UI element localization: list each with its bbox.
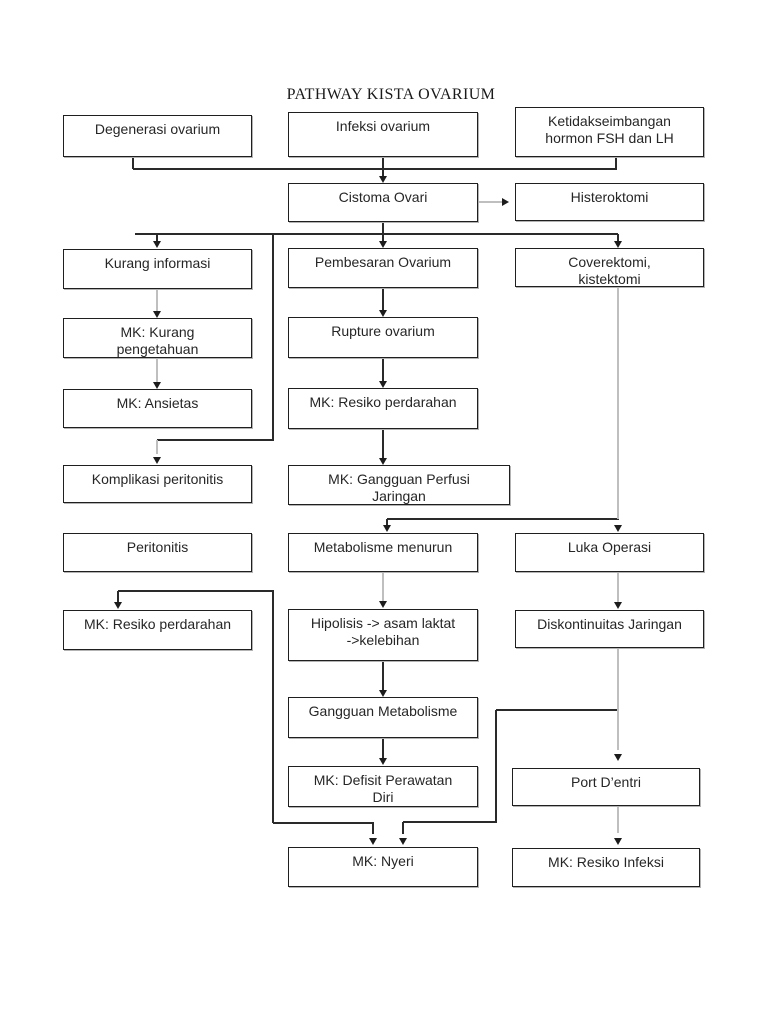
connector-line bbox=[403, 821, 497, 823]
arrowhead-icon bbox=[152, 382, 161, 389]
coverektomi-kistektomi: Coverektomi, kistektomi bbox=[515, 248, 704, 287]
histeroktomi: Histeroktomi bbox=[515, 183, 704, 221]
gangguan-metabolisme: Gangguan Metabolisme bbox=[288, 697, 478, 738]
connector-line bbox=[617, 234, 619, 242]
connector-line bbox=[386, 519, 388, 526]
mk-ansietas: MK: Ansietas bbox=[63, 389, 252, 428]
connector-line bbox=[617, 572, 619, 603]
arrowhead-icon bbox=[613, 241, 622, 248]
connector-line bbox=[617, 806, 619, 833]
connector-line bbox=[157, 439, 274, 441]
kurang-informasi: Kurang informasi bbox=[63, 249, 252, 289]
luka-operasi: Luka Operasi bbox=[515, 533, 704, 572]
degenerasi-ovarium: Degenerasi ovarium bbox=[63, 115, 252, 157]
mk-nyeri: MK: Nyeri bbox=[288, 847, 478, 887]
pembesaran-ovarium: Pembesaran Ovarium bbox=[288, 248, 478, 288]
arrowhead-icon bbox=[613, 602, 622, 609]
connector-line bbox=[372, 823, 374, 834]
connector-line bbox=[272, 234, 274, 441]
arrowhead-icon bbox=[378, 758, 387, 765]
page-title: PATHWAY KISTA OVARIUM bbox=[286, 86, 496, 103]
connector-line bbox=[615, 157, 617, 169]
arrowhead-icon bbox=[398, 838, 407, 845]
connector-line bbox=[156, 289, 158, 312]
arrowhead-icon bbox=[152, 241, 161, 248]
connector-line bbox=[156, 234, 158, 242]
arrowhead-icon bbox=[368, 838, 377, 845]
mk-resiko-perdarahan-left: MK: Resiko perdarahan bbox=[63, 610, 252, 650]
arrowhead-icon bbox=[613, 754, 622, 761]
arrowhead-icon bbox=[113, 602, 122, 609]
port-dentri: Port D’entri bbox=[512, 768, 700, 806]
connector-line bbox=[156, 440, 158, 454]
connector-line bbox=[382, 222, 384, 242]
connector-line bbox=[133, 168, 617, 170]
connector-line bbox=[117, 591, 119, 602]
ketidakseimbangan-hormon: Ketidakseimbangan hormon FSH dan LH bbox=[515, 107, 704, 157]
arrowhead-icon bbox=[613, 525, 622, 532]
arrowhead-icon bbox=[152, 311, 161, 318]
mk-defisit-perawatan-diri: MK: Defisit Perawatan Diri bbox=[288, 766, 478, 807]
connector-line bbox=[496, 709, 619, 711]
komplikasi-peritonitis: Komplikasi peritonitis bbox=[63, 465, 252, 503]
arrowhead-icon bbox=[378, 601, 387, 608]
connector-line bbox=[495, 710, 497, 822]
connector-line bbox=[479, 201, 502, 203]
arrowhead-icon bbox=[378, 310, 387, 317]
connector-line bbox=[382, 661, 384, 690]
infeksi-ovarium: Infeksi ovarium bbox=[288, 112, 478, 157]
mk-resiko-perdarahan-center: MK: Resiko perdarahan bbox=[288, 388, 478, 429]
hipolisis-asam-laktat: Hipolisis -> asam laktat ->kelebihan bbox=[288, 609, 478, 661]
peritonitis: Peritonitis bbox=[63, 533, 252, 572]
mk-kurang-pengetahuan: MK: Kurang pengetahuan bbox=[63, 318, 252, 358]
connector-line bbox=[382, 429, 384, 459]
arrowhead-icon bbox=[378, 241, 387, 248]
arrowhead-icon bbox=[502, 197, 509, 206]
arrowhead-icon bbox=[378, 176, 387, 183]
cistoma-ovari: Cistoma Ovari bbox=[288, 183, 478, 222]
connector-line bbox=[272, 591, 274, 823]
connector-line bbox=[617, 648, 619, 750]
connector-line bbox=[382, 738, 384, 759]
connector-line bbox=[387, 518, 619, 520]
connector-line bbox=[402, 822, 404, 834]
connector-line bbox=[382, 358, 384, 382]
connector-line bbox=[382, 289, 384, 311]
arrowhead-icon bbox=[382, 525, 391, 532]
mk-gangguan-perfusi-jaringan: MK: Gangguan Perfusi Jaringan bbox=[288, 465, 510, 505]
connector-line bbox=[273, 822, 374, 824]
connector-line bbox=[617, 287, 619, 519]
connector-line bbox=[382, 572, 384, 602]
rupture-ovarium: Rupture ovarium bbox=[288, 317, 478, 358]
connector-line bbox=[135, 233, 618, 235]
arrowhead-icon bbox=[378, 381, 387, 388]
arrowhead-icon bbox=[613, 838, 622, 845]
connector-line bbox=[132, 157, 134, 169]
arrowhead-icon bbox=[152, 457, 161, 464]
connector-line bbox=[118, 590, 274, 592]
mk-resiko-infeksi: MK: Resiko Infeksi bbox=[512, 848, 700, 887]
arrowhead-icon bbox=[378, 690, 387, 697]
metabolisme-menurun: Metabolisme menurun bbox=[288, 533, 478, 572]
diskontinuitas-jaringan: Diskontinuitas Jaringan bbox=[515, 610, 704, 648]
connector-line bbox=[382, 157, 384, 178]
connector-line bbox=[156, 358, 158, 383]
arrowhead-icon bbox=[378, 458, 387, 465]
